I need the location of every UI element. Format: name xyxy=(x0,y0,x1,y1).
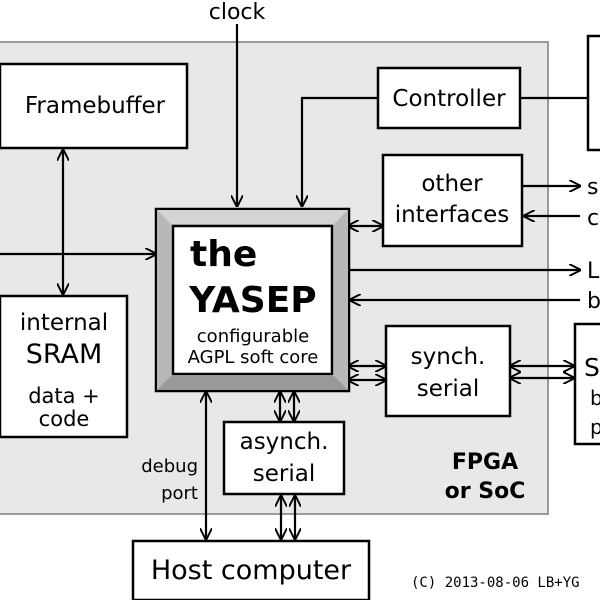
sram-label-1: internal xyxy=(20,310,108,336)
edge-label-s: s xyxy=(587,175,598,200)
fpga-label-1: FPGA xyxy=(452,450,518,475)
framebuffer-box xyxy=(0,62,189,150)
edge-label-L: L xyxy=(587,259,600,284)
cpu-block xyxy=(154,207,351,393)
controller-label: Controller xyxy=(392,86,506,112)
connections xyxy=(0,24,600,539)
debug-port-label-1: debug xyxy=(141,456,198,477)
controller-to-cpu-arrow xyxy=(302,96,378,206)
sram-label-2: SRAM xyxy=(26,339,103,370)
controller-box xyxy=(376,66,522,130)
cpu-label-sub-2: AGPL soft core xyxy=(188,347,319,368)
sram-label-3: data + xyxy=(28,384,100,408)
right-edge-box-bottom xyxy=(573,322,600,446)
edge-label-S: S xyxy=(584,353,600,382)
sram-label-4: code xyxy=(39,407,90,431)
internal-sram-box xyxy=(0,294,129,439)
synch-serial-label-2: serial xyxy=(417,376,479,402)
other-interfaces-box xyxy=(381,153,524,248)
right-edge-box-top xyxy=(586,34,600,152)
synch-serial-box xyxy=(384,324,512,418)
edge-label-b2: b xyxy=(590,386,600,410)
other-interfaces-label-1: other xyxy=(421,171,483,197)
asynch-serial-label-1: asynch. xyxy=(240,429,329,455)
host-computer-label: Host computer xyxy=(151,555,352,586)
asynch-serial-box xyxy=(222,420,346,496)
cpu-bevel-top xyxy=(157,210,348,224)
synch-serial-label-1: synch. xyxy=(411,344,486,370)
framebuffer-label: Framebuffer xyxy=(25,93,166,119)
edge-label-p: p xyxy=(590,415,600,439)
other-interfaces-label-2: interfaces xyxy=(395,202,510,228)
edge-label-b: b xyxy=(587,289,600,314)
edge-label-c: c xyxy=(587,206,599,231)
cpu-label-yasep: YASEP xyxy=(188,280,316,321)
clock-label: clock xyxy=(209,0,266,25)
debug-port-label-2: port xyxy=(161,483,198,504)
cpu-bevel-left xyxy=(157,210,171,390)
cpu-label-the: the xyxy=(190,234,257,275)
cpu-bevel-bottom xyxy=(157,376,348,390)
fpga-label-2: or SoC xyxy=(445,479,526,504)
cpu-bevel-right xyxy=(334,210,348,390)
cpu-inner-box xyxy=(171,224,334,376)
cpu-label-sub-1: configurable xyxy=(197,326,309,347)
host-computer-box xyxy=(131,539,371,600)
asynch-serial-label-2: serial xyxy=(253,461,315,487)
copyright-label: (C) 2013-08-06 LB+YG xyxy=(411,575,580,591)
